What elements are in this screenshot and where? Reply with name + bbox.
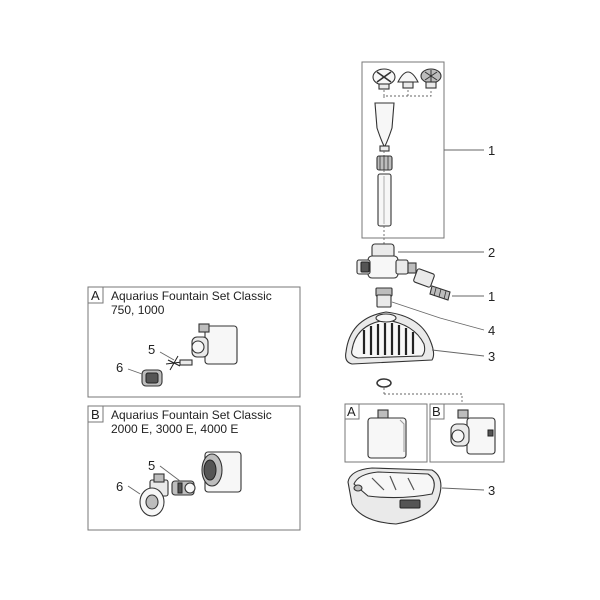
pump-base [347,467,442,525]
callout-6-panel-a: 6 [116,360,123,375]
panel-a-title-line2: 750, 1000 [111,303,165,317]
callout-5-panel-b: 5 [148,458,155,473]
t-piece [356,243,409,279]
callout-1-nozzle-set: 1 [488,143,495,158]
subpanel-a-box [344,403,428,463]
callout-3-cover: 3 [488,349,495,364]
callout-2-t-piece: 2 [488,245,495,260]
subpanel-b-pump [450,409,496,455]
nozzle-head-dome [397,71,419,89]
callout-6-panel-b: 6 [116,479,123,494]
panel-b-letter: B [91,407,100,422]
callout-4-adapter: 4 [488,323,495,338]
callout-1-hose-adapter: 1 [488,289,495,304]
panel-b-box [87,405,301,531]
callout-3-base: 3 [488,483,495,498]
nozzle-head-cross [372,68,396,90]
oring-connector [383,388,463,404]
panel-a-rotor [165,355,193,371]
panel-b-title-line2: 2000 E, 3000 E, 4000 E [111,422,238,436]
adjustment-nut [376,155,393,171]
panel-a-cover [141,369,163,387]
panel-a-box [87,286,301,398]
panel-b-cover [139,473,169,517]
o-ring [376,378,392,388]
nozzle-connector [383,89,432,100]
panel-a-title-line1: Aquarius Fountain Set Classic [111,289,272,303]
nozzle-head-grid [420,68,442,89]
extension-tube [377,173,392,227]
subpanel-a-letter: A [347,404,356,419]
panel-b-motor [201,451,242,493]
pump-adapter [375,287,393,308]
panel-a-pump [191,323,238,365]
bell-nozzle [374,102,395,152]
panel-b-title-line1: Aquarius Fountain Set Classic [111,408,272,422]
hose-adapter [407,262,451,301]
subpanel-a-pump [367,409,407,459]
subpanel-b-letter: B [432,404,441,419]
callout-5-panel-a: 5 [148,342,155,357]
pump-cover [345,311,435,365]
subpanel-b-box [429,403,505,463]
panel-a-letter: A [91,288,100,303]
panel-b-rotor [171,480,196,496]
